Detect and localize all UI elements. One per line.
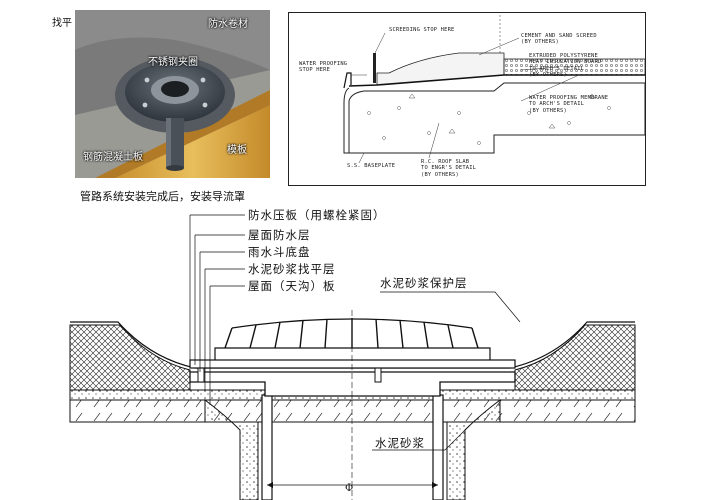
tech-text-line: WATER PROOFING MEMBRANE (529, 95, 609, 101)
leader-line (478, 37, 520, 56)
tech-label-screeding: SCREEDING STOP HERE (389, 27, 455, 33)
mortar-left (204, 398, 259, 500)
caption: 管路系统安装完成后，安装导流罩 (80, 190, 245, 203)
bolt (200, 77, 206, 83)
screed-surface (75, 10, 270, 70)
tech-text-line: (BY OTHERS) (529, 107, 567, 114)
section-label-waterproof: 屋面防水层 (248, 228, 311, 242)
section-label-mortar: 水泥砂浆 (375, 436, 425, 450)
tech-text-line: EXTRUDED POLYSTYRENE (529, 53, 598, 59)
tech-text-line: CEMENT AND SAND SCREED (521, 33, 597, 39)
pipe-highlight (166, 118, 171, 168)
tech-text-line: STOP HERE (299, 67, 331, 74)
tech-text-line: TO ENGR'S DETAIL (421, 165, 477, 172)
concrete-aggregate (367, 93, 611, 145)
tech-text-line: HEAT INSULATION BOARD (529, 59, 602, 66)
tech-text-line: (BY OTHERS) (421, 171, 459, 178)
section-label-protect: 水泥砂浆保护层 (380, 276, 468, 290)
photo-label-leveling: 找平 (52, 18, 72, 29)
diameter-symbol: Φ (345, 483, 355, 494)
tech-label-roof-slab: R.C. ROOF SLAB TO ENGR'S DETAIL (BY OTHE… (421, 159, 476, 178)
label-leaders (189, 214, 521, 451)
roof-slab (69, 399, 636, 423)
tech-label-waterproofing-stop: WATER PROOFING STOP HERE (299, 61, 347, 74)
tech-text-line: TO ARCH'S DETAIL (529, 65, 585, 72)
tech-text-line: (BY OTHERS) (529, 72, 567, 79)
tech-drawing-lines (343, 15, 645, 164)
section-label-slab: 屋面（天沟）板 (248, 279, 336, 293)
tech-label-membrane: WATER PROOFING MEMBRANE TO ARCH'S DETAIL… (529, 95, 608, 114)
section-label-clamp: 防水压板（用螺栓紧固） (248, 208, 386, 222)
tech-text-line: WATER PROOFING (299, 61, 348, 67)
leader-line (374, 32, 386, 54)
photo-label-formwork: 模板 (227, 145, 247, 156)
photo-label-membrane: 防水卷材 (208, 19, 248, 30)
screeding-stop (373, 53, 376, 83)
leader-line (428, 122, 440, 159)
guide-cover-base (214, 347, 491, 360)
roof-slab-outline (343, 82, 645, 154)
photo-illustration (75, 10, 270, 178)
guide-cover-fins (224, 318, 479, 349)
pipe-end (166, 165, 184, 171)
section-label-leveling: 水泥砂浆找平层 (248, 262, 336, 276)
tech-text-line: R.C. ROOF SLAB (421, 159, 470, 165)
cross-section-lines (69, 214, 636, 500)
drain-outlet (161, 81, 189, 97)
photo-label-clamp-ring: 不锈钢夹圈 (148, 57, 198, 68)
clamp-plate (189, 359, 516, 369)
bolt (202, 102, 208, 108)
leader-line (358, 152, 365, 164)
technical-section-drawing: SCREEDING STOP HERE WATER PROOFING STOP … (288, 12, 646, 186)
drain-body (343, 72, 352, 89)
tech-label-insulation: EXTRUDED POLYSTYRENE HEAT INSULATION BOA… (529, 53, 601, 79)
tech-label-baseplate: S.S. BASEPLATE (347, 163, 396, 169)
leader-line (520, 74, 580, 102)
drain-installation-photo: 防水卷材 不锈钢夹圈 钢筋混凝土板 模板 (75, 10, 270, 178)
drain-cross-section: 防水压板（用螺栓紧固） 屋面防水层 雨水斗底盘 水泥砂浆找平层 屋面（天沟）板 … (0, 200, 705, 500)
bolt (144, 77, 150, 83)
membrane-line (348, 74, 645, 87)
mortar-right (446, 398, 501, 500)
bolt (142, 102, 148, 108)
photo-label-rc-slab: 钢筋混凝土板 (83, 152, 143, 163)
tech-label-cement-screed: CEMENT AND SAND SCREED (BY OTHERS) (521, 33, 597, 46)
tech-text-line: TO ARCH'S DETAIL (529, 101, 585, 108)
leader-line (520, 66, 560, 71)
tech-text-line: (BY OTHERS) (521, 39, 559, 46)
section-label-drain-base: 雨水斗底盘 (248, 245, 311, 259)
drain-base-plate (189, 371, 516, 397)
